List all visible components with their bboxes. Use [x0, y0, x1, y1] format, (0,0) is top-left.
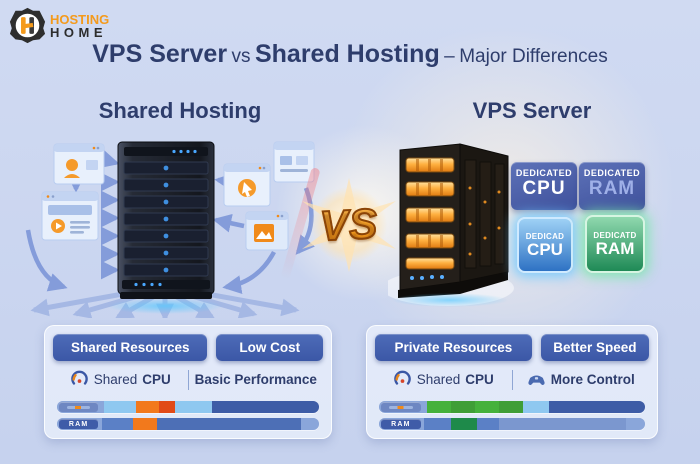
dedicated-cpu-top-label: DEDICATED [515, 168, 573, 178]
client-window-cursor [223, 163, 271, 207]
more-control-feature: More Control [513, 370, 650, 389]
bar-segment [132, 418, 157, 430]
page-title: VPS Server vs Shared Hosting – Major Dif… [0, 40, 700, 69]
bar-segment [135, 401, 160, 413]
controller-icon [527, 370, 546, 389]
ram-bar-chip: RAM [59, 419, 99, 429]
ram-chip-top-label: DEDICATD [593, 230, 637, 240]
shared-hosting-panel: Shared Resources Low Cost Shared CPU Bas… [44, 325, 332, 439]
vs-starburst-icon [302, 178, 396, 272]
dedicated-ram-top-label: DEDICATED [583, 168, 641, 178]
bar-segment [174, 401, 212, 413]
cpu-bar-chip [381, 402, 421, 412]
client-window-media [41, 191, 99, 241]
bar-segment [498, 418, 627, 430]
dedicated-cpu-big-label: CPU [522, 178, 566, 199]
bar-segment [159, 401, 175, 413]
usage-bars: RAM [375, 401, 649, 430]
cpu-bar-chip [59, 402, 99, 412]
usage-bar: RAM [57, 418, 319, 430]
low-cost-button[interactable]: Low Cost [216, 334, 323, 361]
bar-segment [549, 401, 645, 413]
vps-server-illustration [388, 143, 514, 307]
feature-divider [511, 369, 513, 390]
bar-segment [426, 401, 451, 413]
shared-cpu-label-bold: CPU [142, 372, 171, 387]
cpu-chip-big-label: CPU [527, 239, 563, 259]
bar-segment [522, 401, 550, 413]
bar-segment [477, 418, 499, 430]
client-window-user [53, 143, 105, 185]
hosting-home-logo[interactable]: HOSTING HOME [9, 7, 109, 44]
shared-cpu-label-normal: Shared [416, 372, 461, 387]
shared-cpu-label-normal: Shared [93, 372, 138, 387]
better-speed-button[interactable]: Better Speed [540, 334, 649, 361]
title-shared: Shared Hosting [254, 40, 440, 68]
logo-hosting-label: HOSTING [50, 11, 110, 27]
bar-segment [450, 418, 478, 430]
shared-cpu-feature: Shared CPU [375, 370, 512, 389]
dedicated-ram-badge: DEDICATED RAM [579, 162, 645, 210]
bar-segment [474, 401, 499, 413]
cpu-chip-top-label: DEDICAD [525, 231, 565, 241]
basic-performance-feature: Basic Performance [189, 372, 324, 387]
usage-bar [57, 401, 319, 413]
shared-cpu-feature: Shared CPU [53, 370, 188, 389]
more-control-label: More Control [550, 372, 635, 387]
gear-h-logo-icon [9, 7, 46, 44]
usage-bar [379, 401, 645, 413]
vps-server-panel: Private Resources Better Speed Shared CP… [366, 325, 658, 439]
title-vs: vs [231, 46, 251, 67]
bar-segment [424, 418, 451, 430]
gauge-icon [70, 370, 89, 389]
bar-segment [626, 418, 645, 430]
shared-cpu-label-bold: CPU [465, 372, 494, 387]
shared-server-tower [107, 141, 223, 314]
ram-bar-chip: RAM [381, 419, 421, 429]
ram-chip-big-label: RAM [595, 238, 635, 258]
client-window-edge [273, 141, 315, 183]
ram-microchip: DEDICATD RAM [585, 215, 645, 273]
bar-segment [498, 401, 523, 413]
bar-segment [450, 401, 475, 413]
shared-resources-button[interactable]: Shared Resources [53, 334, 208, 361]
private-resources-button[interactable]: Private Resources [375, 334, 532, 361]
dedicated-ram-big-label: RAM [588, 178, 636, 199]
bar-segment [300, 418, 319, 430]
vs-label: VS [298, 174, 401, 277]
cpu-microchip: DEDICAD CPU [517, 217, 573, 273]
dedicated-cpu-badge: DEDICATED CPU [511, 162, 577, 210]
title-tail: Major Differences [459, 46, 608, 67]
bar-segment [104, 401, 136, 413]
bar-segment [211, 401, 319, 413]
shared-hosting-illustration [25, 141, 315, 318]
title-dash: – [444, 46, 455, 67]
bar-segment [101, 418, 133, 430]
logo-home-label: HOME [50, 24, 107, 40]
usage-bar: RAM [379, 418, 645, 430]
gauge-icon [393, 370, 412, 389]
title-vps: VPS Server [92, 40, 228, 68]
logo-text: HOSTING HOME [50, 13, 109, 39]
vs-badge: VS [300, 176, 398, 274]
vps-server-heading: VPS Server [472, 98, 592, 123]
client-window-image [245, 211, 289, 251]
vps-server-tower [392, 143, 509, 307]
usage-bars: RAM [53, 401, 323, 430]
bar-segment [156, 418, 301, 430]
basic-performance-label: Basic Performance [194, 372, 317, 387]
shared-hosting-heading: Shared Hosting [98, 98, 262, 123]
feature-divider [187, 369, 189, 390]
